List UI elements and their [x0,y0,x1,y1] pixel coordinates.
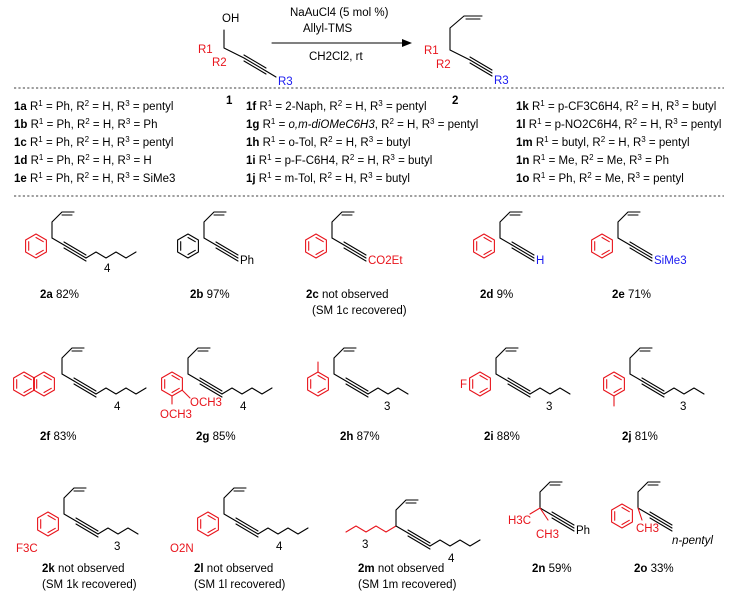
product-2h: 3 2h 87% [307,347,409,443]
methyl-label-2o: CH3 [636,523,659,535]
svg-text:1n R1 = Me, R2 = Me, R3 = Ph: 1n R1 = Me, R2 = Me, R3 = Ph [516,153,669,167]
chain-count-2l: 4 [276,541,283,553]
chain-count-2h: 3 [384,401,390,413]
reaction-arrow: NaAuCl4 (5 mol %) Allyl-TMS CH2Cl2, rt [271,7,412,63]
svg-text:1k R1 = p-CF3C6H4, R2 = H, R3: 1k R1 = p-CF3C6H4, R2 = H, R3 = butyl [516,99,716,113]
svg-text:1a R1 = Ph, R2 = H, R3 = penty: 1a R1 = Ph, R2 = H, R3 = pentyl [14,99,173,113]
svg-text:2d 9%: 2d 9% [480,289,513,301]
ester-label-2c: CO2Et [368,255,403,267]
product-2o: CH3 n-pentyl 2o 33% [611,481,713,575]
chain-count-2f: 4 [114,401,121,413]
chain-count-2m-a: 3 [362,539,368,551]
svg-text:1l R1 = p-NO2C6H4, R2 = H, R3: 1l R1 = p-NO2C6H4, R2 = H, R3 = pentyl [516,117,721,131]
svg-text:2o 33%: 2o 33% [634,563,674,575]
svg-text:1f R1 = 2-Naph, R2 = H, R3 = p: 1f R1 = 2-Naph, R2 = H, R3 = pentyl [246,99,427,113]
product-r3-label: R3 [494,75,509,87]
r1-label: R1 [198,44,213,56]
product-2b: Ph 2b 97% [177,211,254,301]
svg-text:1o R1 = Ph, R2 = Me, R3 = pent: 1o R1 = Ph, R2 = Me, R3 = pentyl [516,171,684,185]
product-2c: CO2Et 2c not observed (SM 1c recovered) [305,211,407,317]
scheme-product-2: R1 R2 R3 2 [424,15,509,107]
svg-text:1e R1 = Ph, R2 = H, R3 = SiMe3: 1e R1 = Ph, R2 = H, R3 = SiMe3 [14,171,175,185]
sime3-label-2e: SiMe3 [654,255,687,267]
product-2a: 4 2a 82% [25,211,137,301]
product-2e: SiMe3 2e 71% [591,211,687,301]
chain-count-2k: 3 [114,541,120,553]
product-2d: H 2d 9% [473,211,544,301]
chain-count-2g: 4 [240,401,247,413]
product-number: 2 [452,95,458,107]
svg-text:1g R1 = o,m-diOMeC6H3, R2 = H,: 1g R1 = o,m-diOMeC6H3, R2 = H, R3 = pent… [246,117,478,131]
product-2j: 3 2j 81% [603,347,705,443]
svg-text:1m R1 = butyl, R2 = H, R3 = pe: 1m R1 = butyl, R2 = H, R3 = pentyl [516,135,690,149]
svg-text:(SM 1k recovered): (SM 1k recovered) [42,579,137,591]
svg-text:2e 71%: 2e 71% [612,289,651,301]
methoxy-label-2g-b: OCH3 [160,409,192,421]
product-2f: 4 2f 83% [13,347,147,443]
svg-text:2f 83%: 2f 83% [40,431,76,443]
pentyl-label-2o: n-pentyl [672,535,713,547]
hydroxyl-label: OH [222,13,239,25]
svg-text:1b R1 = Ph, R2 = H, R3 = Ph: 1b R1 = Ph, R2 = H, R3 = Ph [14,117,157,131]
svg-text:2b 97%: 2b 97% [190,289,230,301]
product-r2-label: R2 [436,59,451,71]
svg-text:2n 59%: 2n 59% [532,563,572,575]
chain-count-2i: 3 [546,401,552,413]
methyl-label-2n-b: CH3 [536,529,559,541]
product-2i: F 3 2i 88% [460,347,571,443]
svg-text:2h 87%: 2h 87% [340,431,380,443]
product-2g: OCH3 OCH3 4 2g 85% [160,347,273,443]
nitro-label-2l: O2N [170,543,194,555]
product-2l: O2N 4 2l not observed (SM 1l recovered) [170,487,309,591]
table-column-1: 1a R1 = Ph, R2 = H, R3 = pentyl 1b R1 = … [14,99,175,185]
substrate-table: 1a R1 = Ph, R2 = H, R3 = pentyl 1b R1 = … [14,99,721,185]
reagent-label: Allyl-TMS [303,23,353,35]
svg-text:1d R1 = Ph, R2 = H, R3 = H: 1d R1 = Ph, R2 = H, R3 = H [14,153,152,167]
svg-text:2a 82%: 2a 82% [40,289,79,301]
fluoro-label-2i: F [460,379,467,391]
product-2k: F3C 3 2k not observed (SM 1k recovered) [16,487,139,591]
table-column-2: 1f R1 = 2-Naph, R2 = H, R3 = pentyl 1g R… [246,99,478,185]
svg-text:(SM 1c recovered): (SM 1c recovered) [312,305,407,317]
svg-text:2g 85%: 2g 85% [196,431,236,443]
svg-text:2k not observed: 2k not observed [42,563,125,575]
product-r1-label: R1 [424,45,439,57]
svg-text:2i 88%: 2i 88% [484,431,520,443]
conditions-label: CH2Cl2, rt [309,51,363,63]
scheme-substrate-1: OH R1 R2 R3 1 [198,13,293,107]
methyl-label-2n-a: H3C [508,515,531,527]
terminal-h-label-2d: H [536,255,544,267]
chain-count-2j: 3 [680,401,686,413]
svg-text:1c R1 = Ph, R2 = H, R3 = penty: 1c R1 = Ph, R2 = H, R3 = pentyl [14,135,173,149]
chain-count-2m-b: 4 [448,553,455,565]
svg-text:1i R1 = p-F-C6H4, R2 = H, R3 =: 1i R1 = p-F-C6H4, R2 = H, R3 = butyl [246,153,432,167]
svg-text:1j R1 = m-Tol, R2 = H, R3 = bu: 1j R1 = m-Tol, R2 = H, R3 = butyl [246,171,410,185]
r2-label: R2 [212,57,227,69]
phenyl-label-2b: Ph [240,255,254,267]
phenyl-label-2n: Ph [576,525,590,537]
svg-text:2m not observed: 2m not observed [358,563,444,575]
product-2m: 3 4 2m not observed (SM 1m recovered) [345,499,481,591]
table-column-3: 1k R1 = p-CF3C6H4, R2 = H, R3 = butyl 1l… [516,99,721,185]
substrate-number: 1 [226,95,233,107]
svg-text:2j 81%: 2j 81% [622,431,658,443]
svg-text:2l not observed: 2l not observed [194,563,273,575]
chain-count-2a: 4 [104,263,111,275]
r3-label: R3 [278,76,293,88]
svg-text:(SM 1m recovered): (SM 1m recovered) [358,579,457,591]
product-2n: H3C CH3 Ph 2n 59% [508,481,590,575]
catalyst-label: NaAuCl4 (5 mol %) [290,7,389,19]
methoxy-label-2g-a: OCH3 [190,397,222,409]
svg-text:2c not observed: 2c not observed [306,289,389,301]
svg-text:1h R1 = o-Tol, R2 = H, R3 = bu: 1h R1 = o-Tol, R2 = H, R3 = butyl [246,135,411,149]
svg-text:(SM 1l recovered): (SM 1l recovered) [194,579,286,591]
cf3-label-2k: F3C [16,543,38,555]
